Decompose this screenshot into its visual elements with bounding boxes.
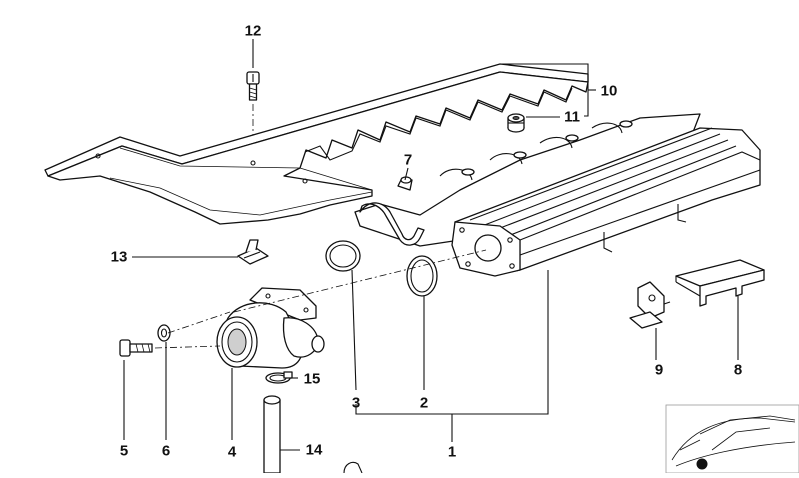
callout-10[interactable]: 10 <box>600 82 618 100</box>
callout-2[interactable]: 2 <box>419 394 429 412</box>
callout-11[interactable]: 11 <box>564 108 580 126</box>
clip-part[interactable] <box>237 239 269 265</box>
callout-14[interactable]: 14 <box>305 441 323 459</box>
hose-part[interactable] <box>263 395 281 474</box>
washer-part[interactable] <box>157 324 171 342</box>
callout-9[interactable]: 9 <box>654 361 664 379</box>
cover-cap-part[interactable] <box>675 259 765 307</box>
callout-12[interactable]: 12 <box>244 22 262 40</box>
fitting-part <box>343 461 363 474</box>
assembly-axis-line <box>154 345 221 349</box>
callout-3[interactable]: 3 <box>351 394 361 412</box>
intake-manifold-part[interactable] <box>354 113 761 277</box>
assembly-axis-line <box>233 249 487 313</box>
callout-5[interactable]: 5 <box>119 442 129 460</box>
throttle-body-part[interactable] <box>216 287 325 369</box>
callout-8[interactable]: 8 <box>733 361 743 379</box>
callout-6[interactable]: 6 <box>161 442 171 460</box>
hose-clamp-part[interactable] <box>265 371 293 384</box>
callout-1[interactable]: 1 <box>447 443 457 461</box>
o-ring-large-part[interactable] <box>325 240 361 272</box>
gasket-ring-part[interactable] <box>406 255 438 297</box>
callout-7[interactable]: 7 <box>403 151 413 169</box>
bracket-part[interactable] <box>629 281 671 329</box>
leader-lines <box>123 39 739 451</box>
callout-4[interactable]: 4 <box>227 443 237 461</box>
grommet-part[interactable] <box>507 113 525 133</box>
car-location-icon <box>665 404 799 474</box>
bolt-part[interactable] <box>119 339 153 357</box>
callout-15[interactable]: 15 <box>303 370 321 388</box>
assembly-axis-line <box>167 311 231 334</box>
callout-13[interactable]: 13 <box>110 248 128 266</box>
